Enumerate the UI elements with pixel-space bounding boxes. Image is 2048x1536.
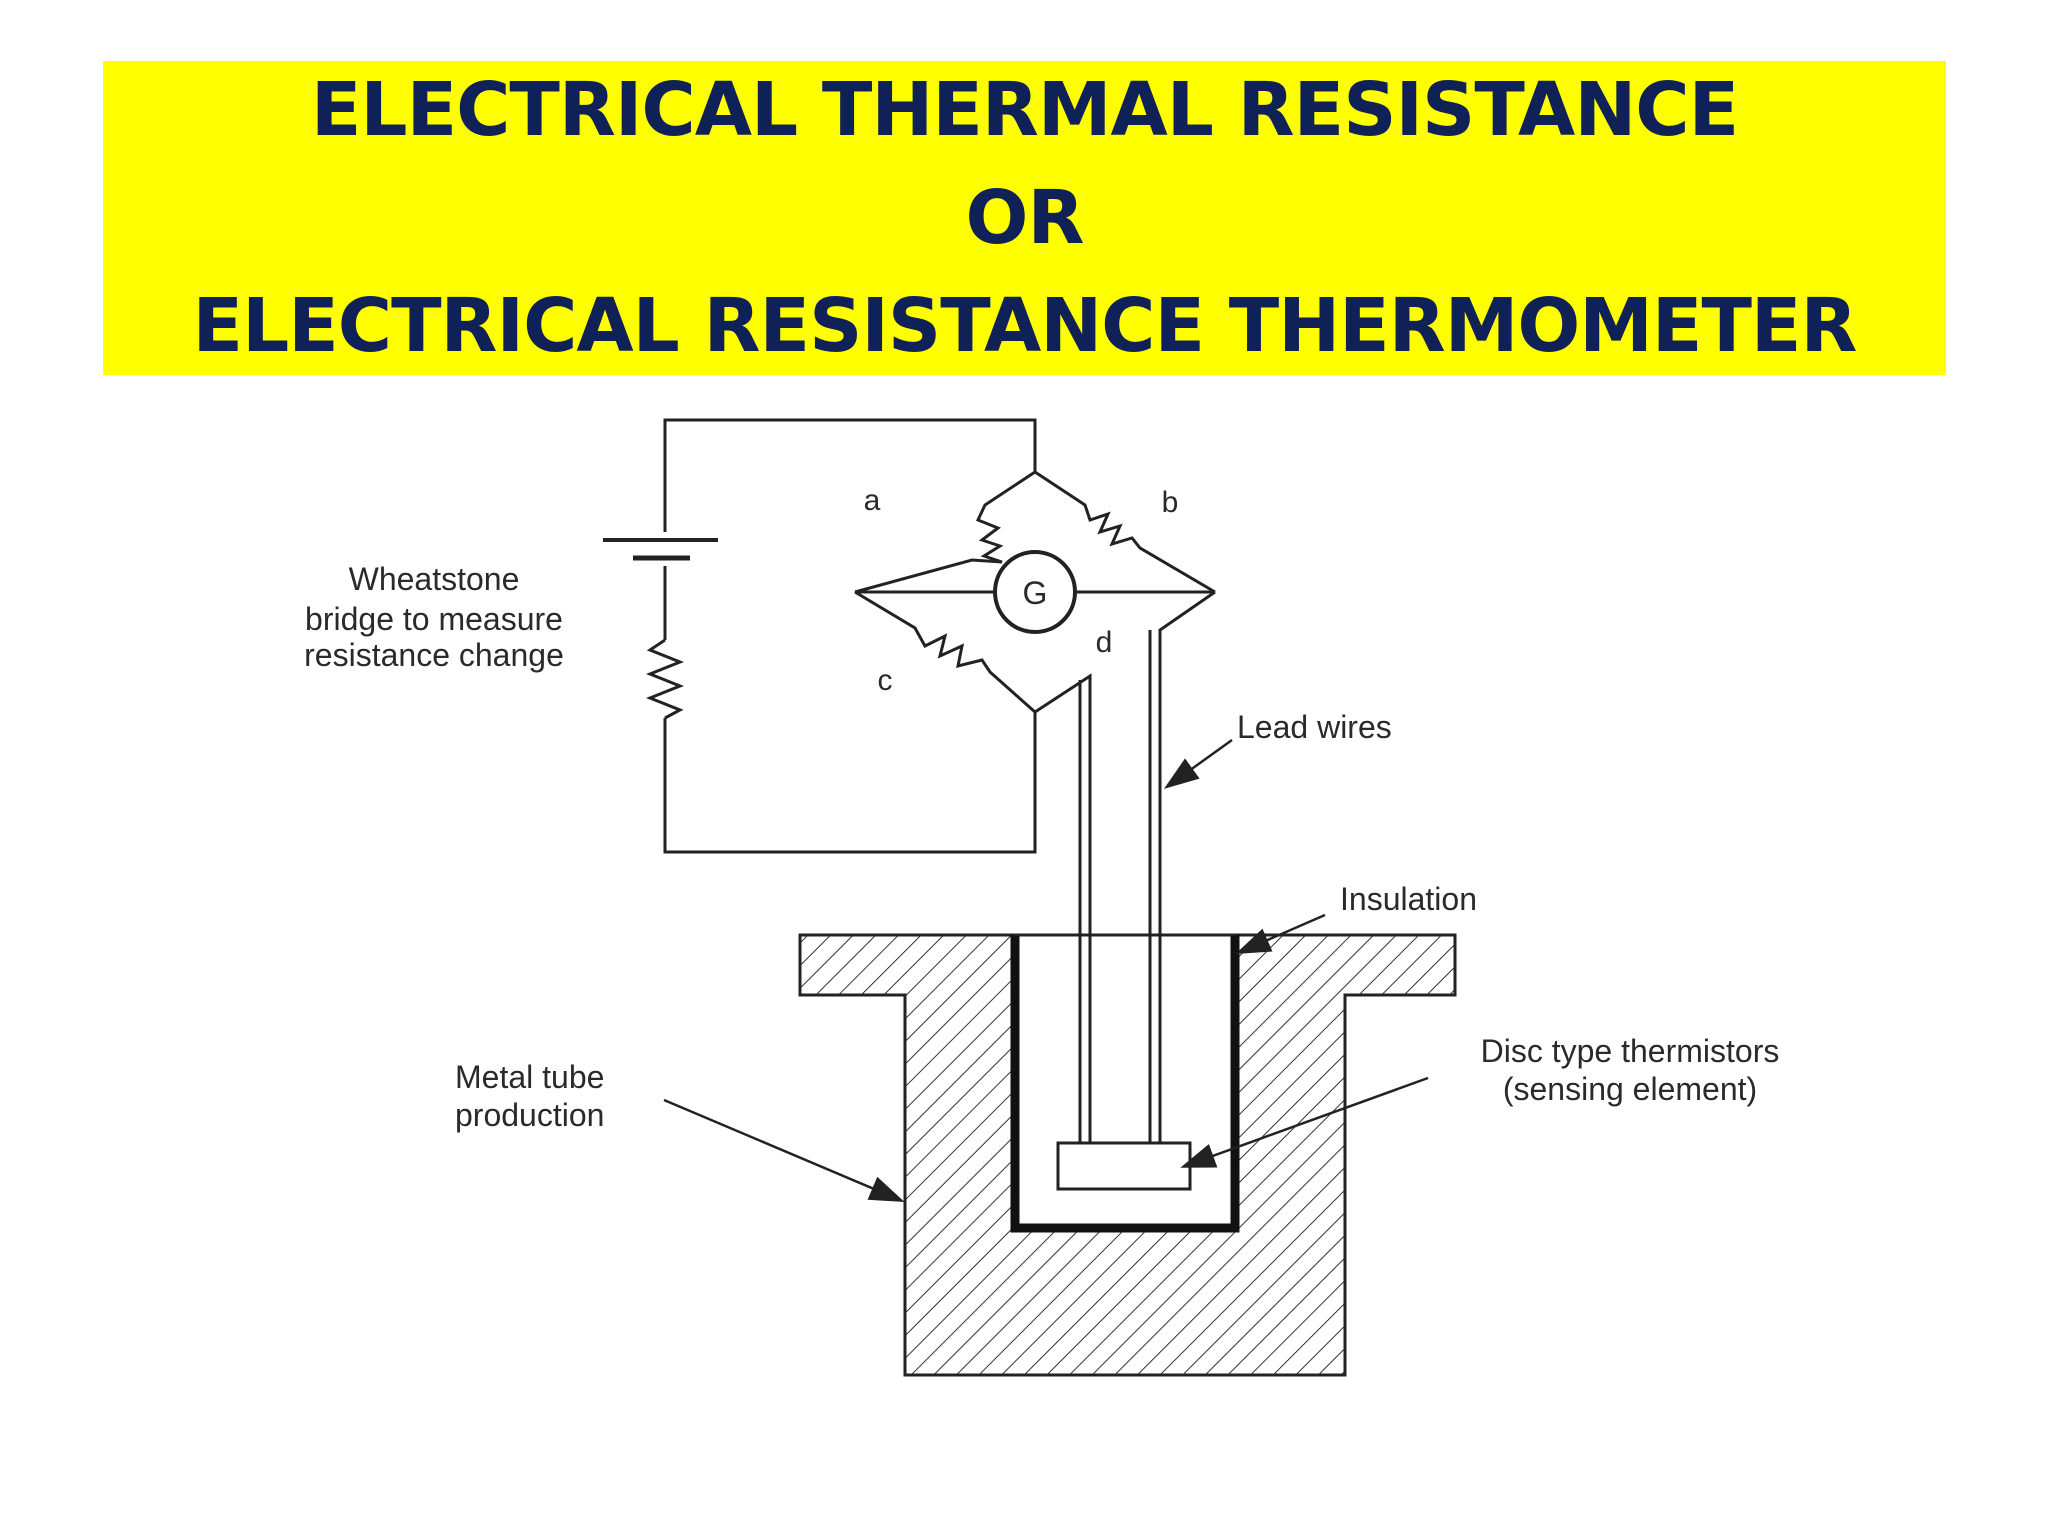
resistor-a-label: a: [864, 484, 881, 517]
bridge-label-line1: Wheatstone: [349, 561, 520, 597]
bridge-label-line3: resistance change: [304, 637, 564, 673]
metal-tube-arrow: [663, 1098, 905, 1202]
resistor-b-label: b: [1162, 486, 1179, 519]
lead-wires-label: Lead wires: [1237, 709, 1392, 745]
wheatstone-bridge: [854, 470, 1216, 714]
title-line-2: OR: [965, 175, 1085, 261]
resistor-c: [854, 590, 1036, 714]
series-resistor: [645, 638, 685, 720]
insulation-label: Insulation: [1340, 881, 1477, 917]
thermistor-arrow: [1180, 1076, 1429, 1168]
thermistor-label-line1: Disc type thermistors: [1481, 1033, 1780, 1069]
pointer-arrows: [663, 738, 1429, 1202]
resistor-a: [854, 470, 1036, 594]
title-line-1: ELECTRICAL THERMAL RESISTANCE: [310, 67, 1739, 153]
resistor-b: [1034, 470, 1216, 594]
thermistor-label-line2: (sensing element): [1503, 1071, 1757, 1107]
thermistor-disc: [1056, 1141, 1192, 1191]
metal-tube-label-line2: production: [455, 1097, 604, 1133]
lead-wires-arrow: [1163, 738, 1233, 789]
insulation-arrow: [1235, 913, 1326, 954]
title-line-3: ELECTRICAL RESISTANCE THERMOMETER: [192, 283, 1858, 369]
bridge-label-line2: bridge to measure: [305, 601, 563, 637]
node-d-label: d: [1096, 626, 1113, 659]
metal-tube-label-line1: Metal tube: [455, 1059, 604, 1095]
top-wire: [663, 418, 1037, 532]
metal-tube: [798, 933, 1457, 1377]
bridge-circuit: [603, 418, 1037, 854]
galvanometer: [993, 550, 1077, 634]
insulation-lining: [1010, 935, 1240, 1233]
lead-wires: [1034, 590, 1216, 1145]
galvanometer-label: G: [1023, 575, 1048, 611]
title-banner: ELECTRICAL THERMAL RESISTANCE OR ELECTRI…: [103, 61, 1946, 375]
resistor-c-label: c: [878, 664, 893, 697]
